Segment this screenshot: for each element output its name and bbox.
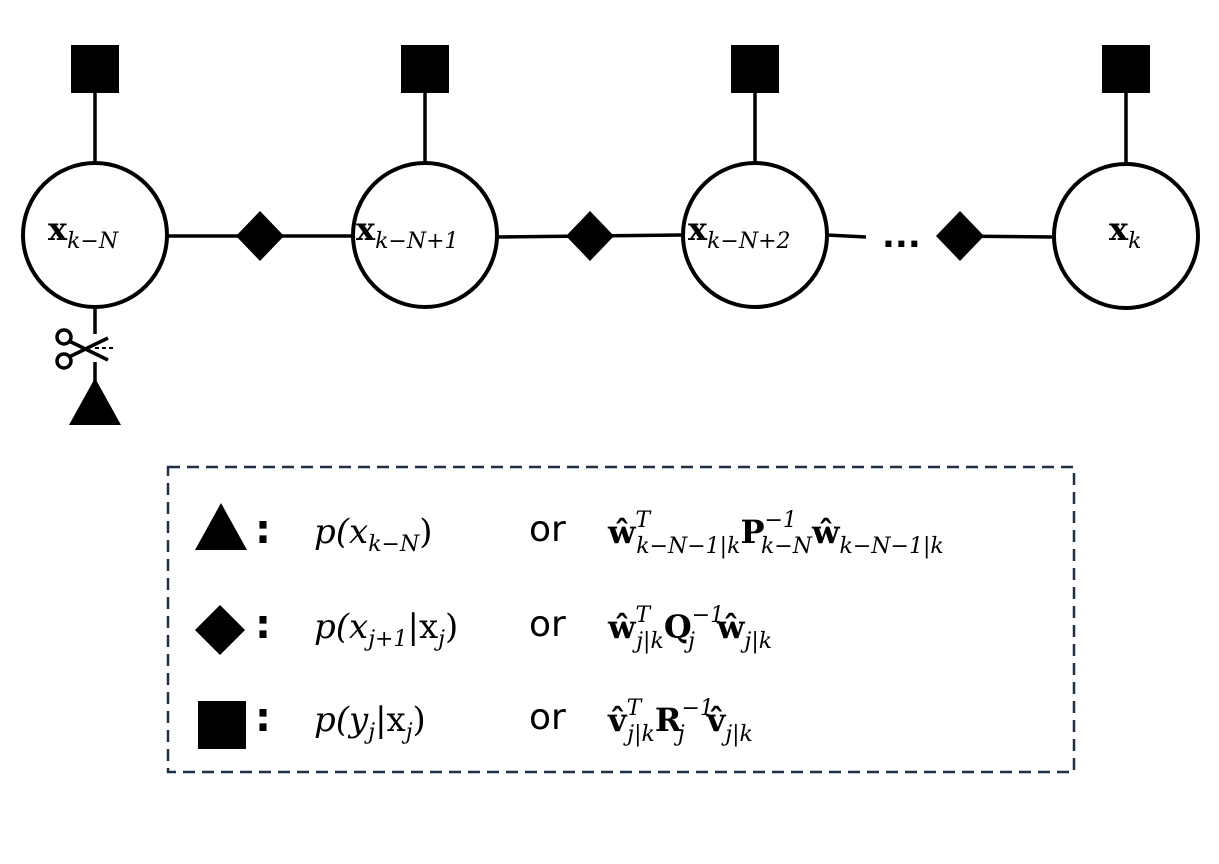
legend-probability: p(xj+1|xj)	[314, 607, 458, 652]
legend-colon: :	[255, 695, 271, 741]
state-node: xk	[1052, 162, 1200, 310]
measurement-factors	[71, 45, 1150, 93]
measurement-factor-square	[731, 45, 779, 93]
legend-or: or	[529, 509, 566, 550]
scissors-icon	[55, 328, 109, 370]
legend-probability: p(yj|xj)	[314, 700, 426, 745]
chain-ellipsis: ...	[882, 216, 921, 256]
edge-node3-ellipsis	[826, 233, 867, 239]
legend-colon: :	[255, 602, 271, 648]
node-label: xk−N+2	[688, 210, 791, 254]
measurement-factor-square	[401, 45, 449, 93]
legend-box	[166, 465, 1076, 774]
process-factor-diamond	[236, 211, 284, 261]
state-node: xk−N+2	[681, 161, 829, 309]
legend-triangle-icon	[195, 503, 247, 550]
prior-edge	[93, 307, 115, 385]
node-label: xk	[1109, 210, 1141, 254]
process-factor-diamond	[936, 211, 984, 261]
legend-square-icon	[198, 701, 246, 749]
measurement-factor-square	[71, 45, 119, 93]
process-factors	[236, 211, 984, 261]
state-node: xk−N+1	[351, 161, 499, 309]
measurement-edges	[93, 92, 1128, 164]
legend-colon: :	[255, 507, 271, 553]
prior-factor-triangle	[69, 378, 121, 425]
node-label: xk−N+1	[356, 210, 459, 254]
legend-diamond-icon	[195, 605, 245, 655]
legend-or: or	[529, 697, 566, 738]
legend-or: or	[529, 604, 566, 645]
legend-probability: p(xk−N)	[314, 512, 433, 557]
node-label: xk−N	[48, 210, 119, 254]
measurement-factor-square	[1102, 45, 1150, 93]
state-node: xk−N	[21, 161, 169, 309]
process-factor-diamond	[566, 211, 614, 261]
